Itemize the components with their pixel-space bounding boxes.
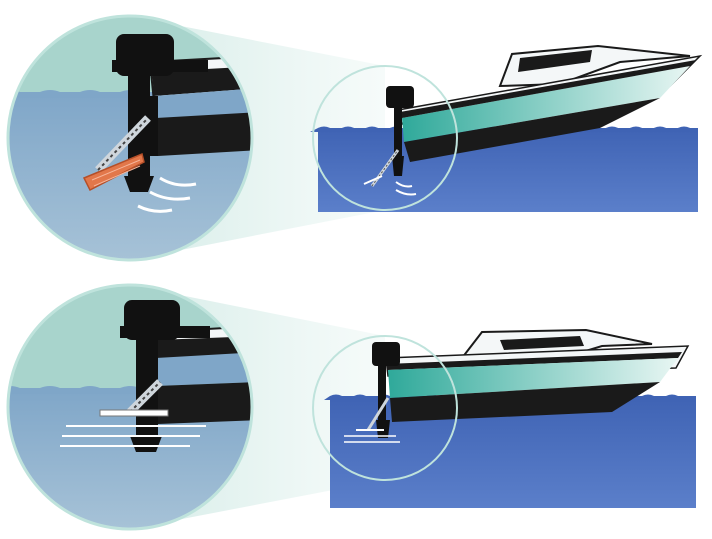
scene-top (0, 0, 700, 272)
scene-bottom (0, 280, 696, 539)
